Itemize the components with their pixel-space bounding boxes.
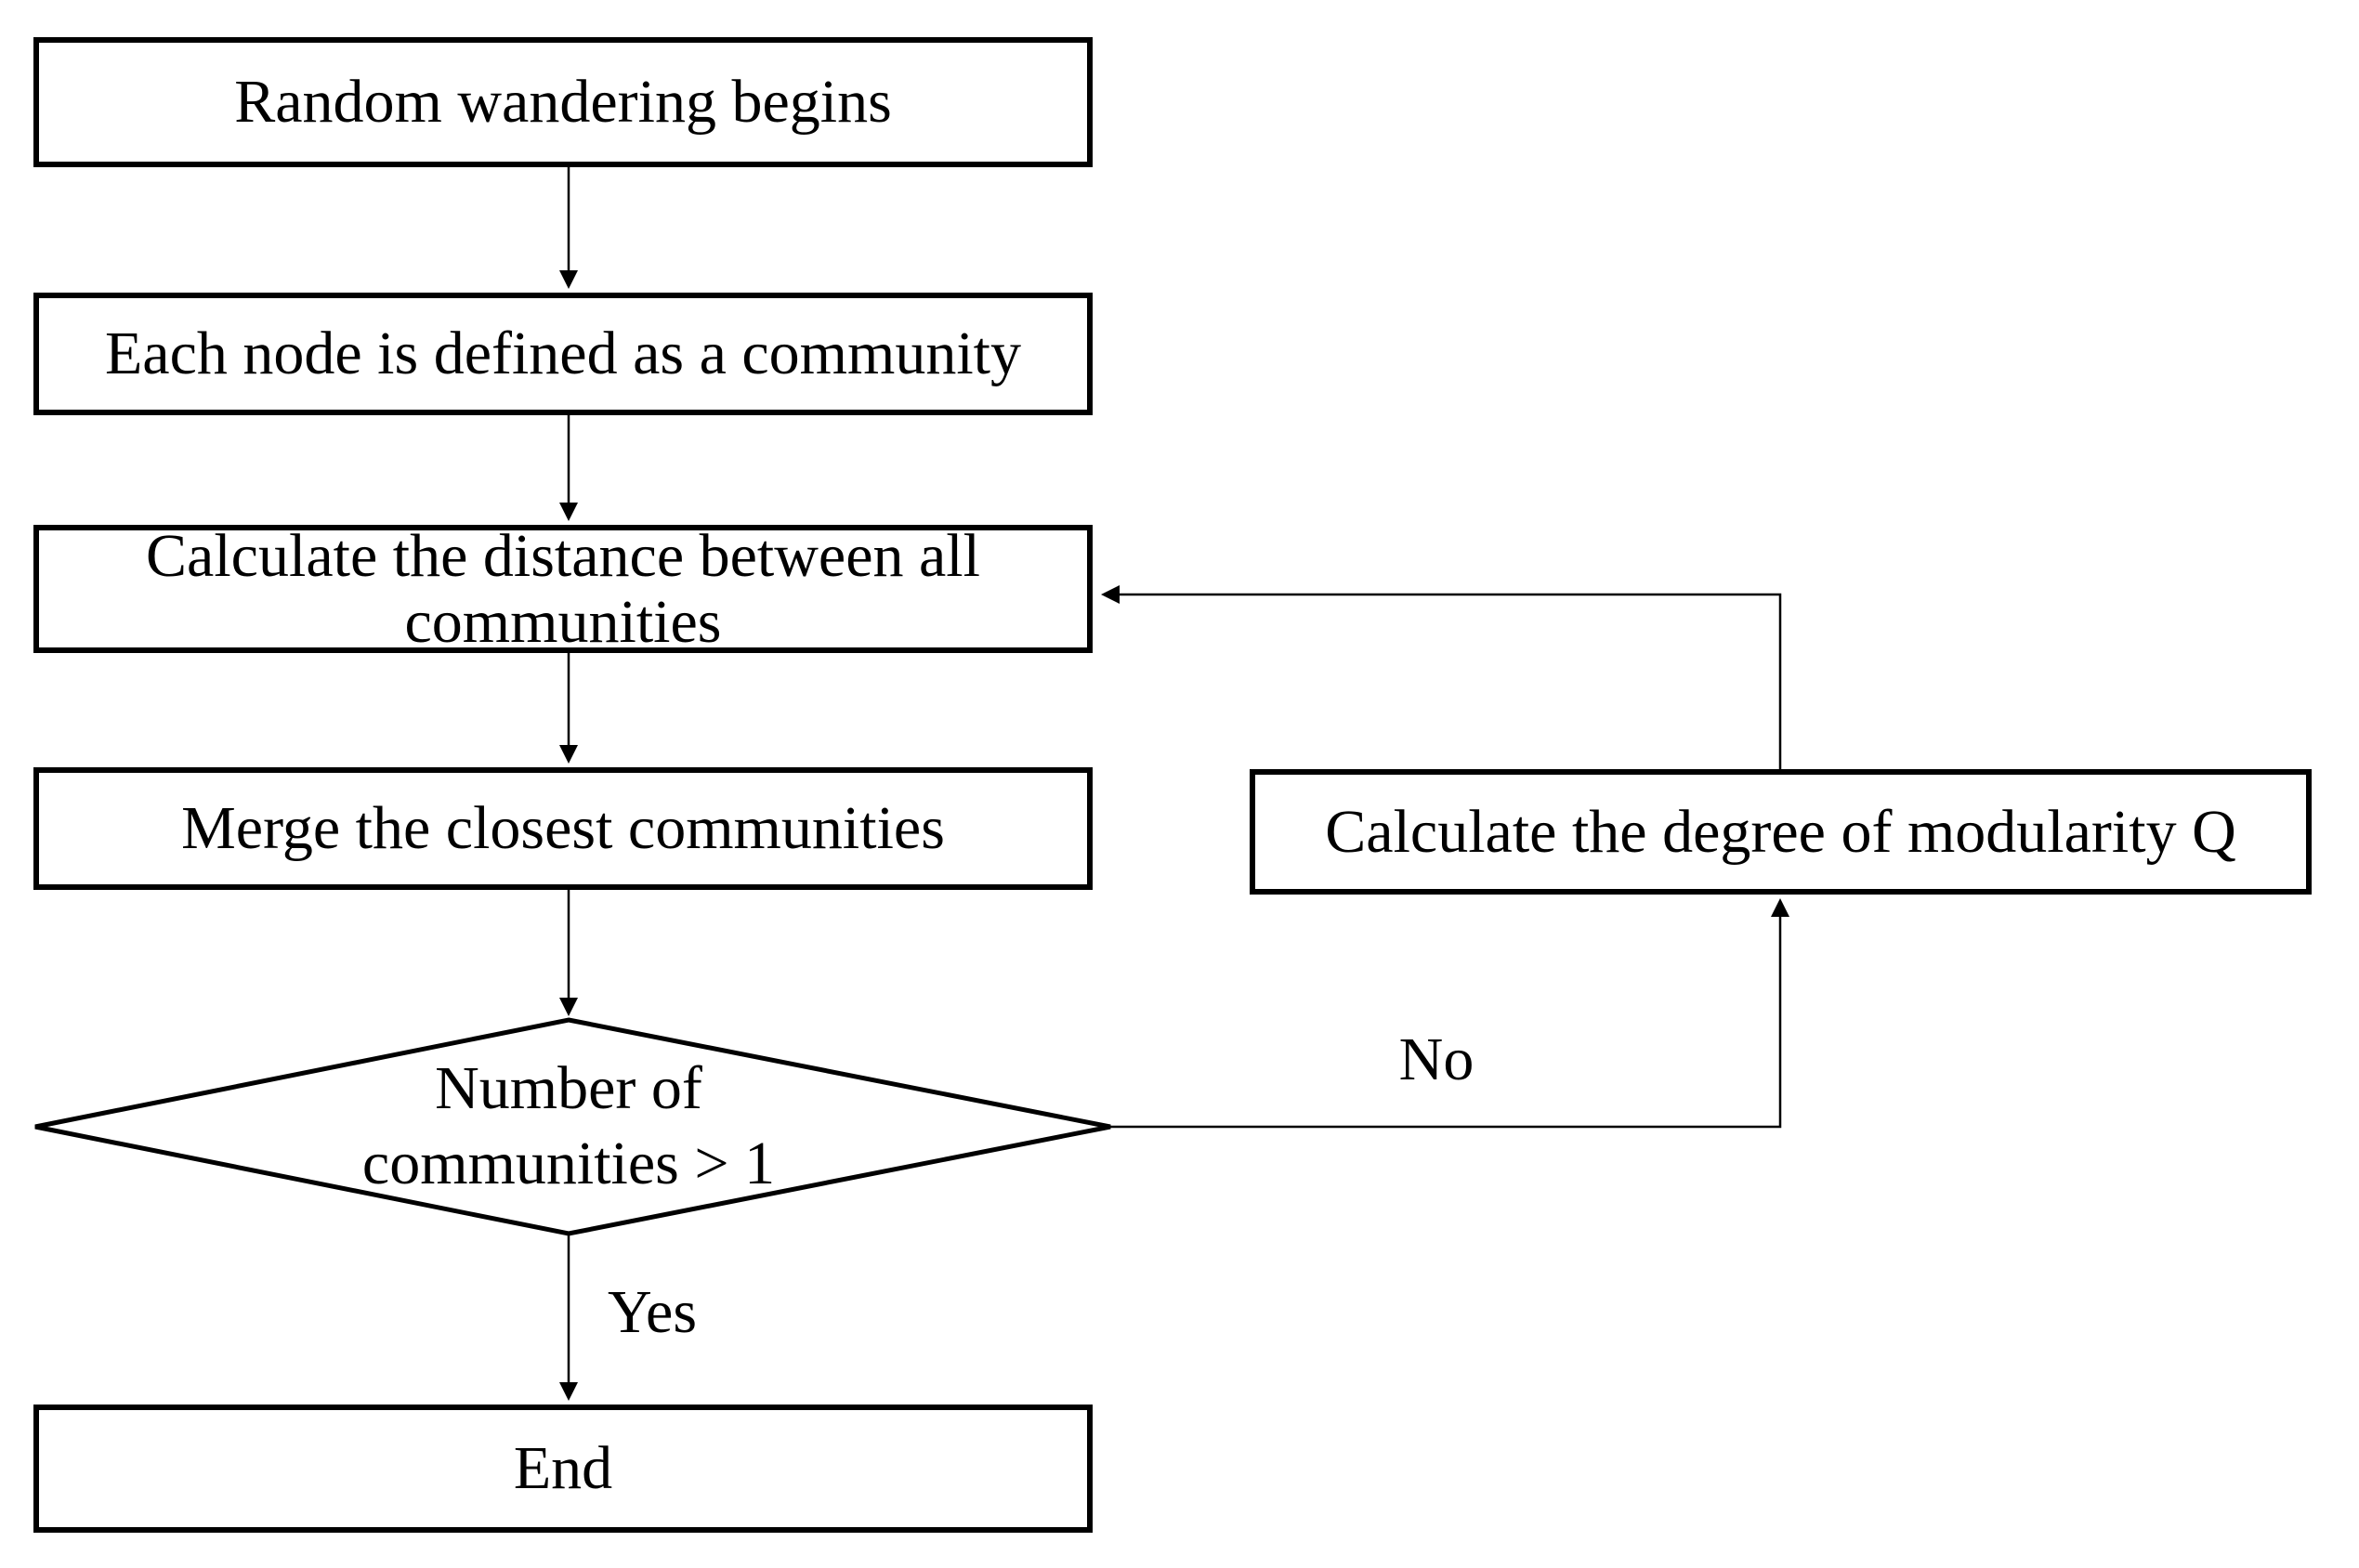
edge-decision-to-modularity-no (1110, 898, 1789, 1129)
node-merge: Merge the closest communities (33, 767, 1093, 890)
node-calc-distance: Calculate the distance between all commu… (33, 521, 1093, 656)
node-end-label: End (513, 1434, 613, 1503)
node-define-community-label: Each node is defined as a community (104, 320, 1022, 388)
node-merge-label: Merge the closest communities (181, 794, 945, 863)
node-calc-distance-label: Calculate the distance between all commu… (146, 521, 980, 656)
node-calc-modularity-label: Calculate the degree of modularity Q (1325, 797, 2236, 866)
node-define-community: Each node is defined as a community (33, 293, 1093, 415)
node-start: Random wandering begins (33, 37, 1093, 167)
node-decision-label: Number of communities > 1 (361, 1054, 776, 1197)
node-decision: Number of communities > 1 (220, 1039, 917, 1215)
edge-label-yes: Yes (602, 1282, 703, 1343)
node-calc-modularity: Calculate the degree of modularity Q (1250, 769, 2312, 895)
node-end: End (33, 1405, 1093, 1533)
edge-modularity-to-distance (1101, 585, 1782, 769)
decision-diamond (34, 1017, 1111, 1236)
node-start-label: Random wandering begins (234, 68, 892, 137)
edge-label-no: No (1393, 1029, 1480, 1091)
